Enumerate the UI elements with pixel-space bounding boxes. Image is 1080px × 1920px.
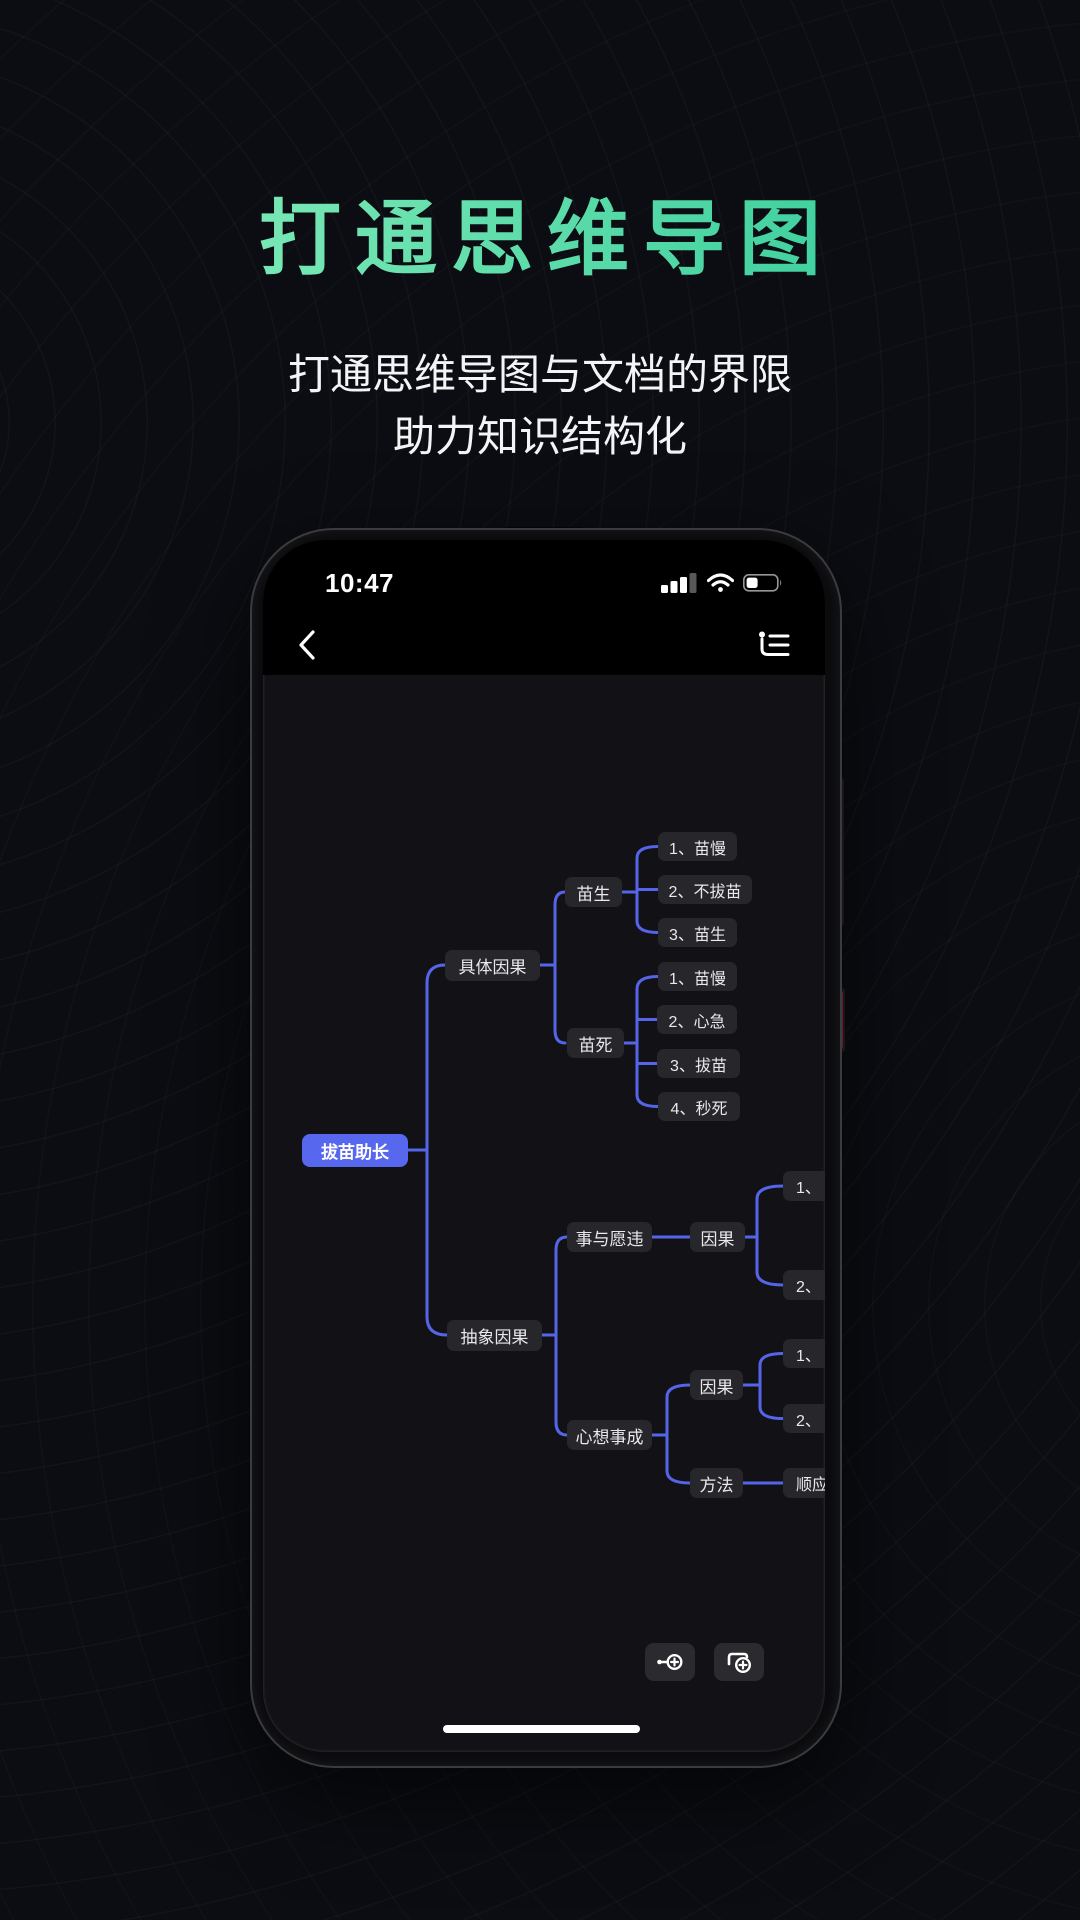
add-node-button[interactable] xyxy=(645,1643,695,1681)
wifi-icon xyxy=(707,573,734,592)
mindmap-node[interactable]: 顺应 xyxy=(783,1468,825,1498)
add-child-node-icon xyxy=(727,1652,752,1674)
mindmap-node[interactable]: 1、 xyxy=(783,1339,825,1368)
outline-view-button[interactable] xyxy=(755,626,795,664)
mindmap-node[interactable]: 具体因果 xyxy=(445,950,540,981)
cellular-signal-icon xyxy=(661,573,697,593)
mindmap-node[interactable]: 抽象因果 xyxy=(447,1320,542,1351)
mindmap-root-node[interactable]: 拔苗助长 xyxy=(302,1134,408,1167)
mindmap-node[interactable]: 3、苗生 xyxy=(658,918,737,947)
mindmap-node[interactable]: 事与愿违 xyxy=(567,1222,652,1252)
battery-icon xyxy=(743,573,782,592)
phone-screen: 10:47 xyxy=(263,540,825,1752)
mindmap-node[interactable]: 2、心急 xyxy=(657,1005,737,1034)
add-child-node-button[interactable] xyxy=(714,1643,764,1681)
status-time: 10:47 xyxy=(325,568,394,598)
mindmap-node[interactable]: 因果 xyxy=(690,1222,745,1252)
subtitle-line-1: 打通思维导图与文档的界限 xyxy=(287,351,792,398)
page-title: 打通思维导图 xyxy=(0,172,1080,291)
mindmap-node[interactable]: 2、不拔苗 xyxy=(658,875,752,904)
page-subtitle: 打通思维导图与文档的界限 助力知识结构化 xyxy=(0,344,1080,468)
mindmap-node[interactable]: 1、 xyxy=(783,1171,825,1201)
mindmap-node[interactable]: 2、 xyxy=(783,1404,825,1433)
subtitle-line-2: 助力知识结构化 xyxy=(392,413,687,460)
mindmap-node[interactable]: 方法 xyxy=(690,1468,743,1498)
mindmap-node[interactable]: 心想事成 xyxy=(567,1420,652,1450)
mindmap-outline-icon xyxy=(759,631,790,656)
mindmap-node[interactable]: 3、拔苗 xyxy=(657,1049,740,1078)
mindmap-node[interactable]: 2、 xyxy=(783,1270,825,1300)
chevron-left-icon xyxy=(299,630,315,660)
mindmap-node[interactable]: 苗生 xyxy=(565,877,622,907)
mindmap-node[interactable]: 4、秒死 xyxy=(658,1092,740,1121)
phone-mockup: 10:47 xyxy=(250,528,842,1768)
mindmap-node[interactable]: 因果 xyxy=(690,1370,743,1400)
add-node-icon xyxy=(657,1653,683,1671)
back-button[interactable] xyxy=(293,626,323,664)
mindmap-node[interactable]: 1、苗慢 xyxy=(658,962,737,991)
status-nav-bar: 10:47 xyxy=(263,540,825,675)
mindmap-node[interactable]: 苗死 xyxy=(567,1028,624,1058)
mindmap-connectors xyxy=(406,845,785,1485)
status-icons xyxy=(661,572,783,593)
home-indicator[interactable] xyxy=(443,1725,640,1733)
mindmap-node[interactable]: 1、苗慢 xyxy=(658,832,737,861)
